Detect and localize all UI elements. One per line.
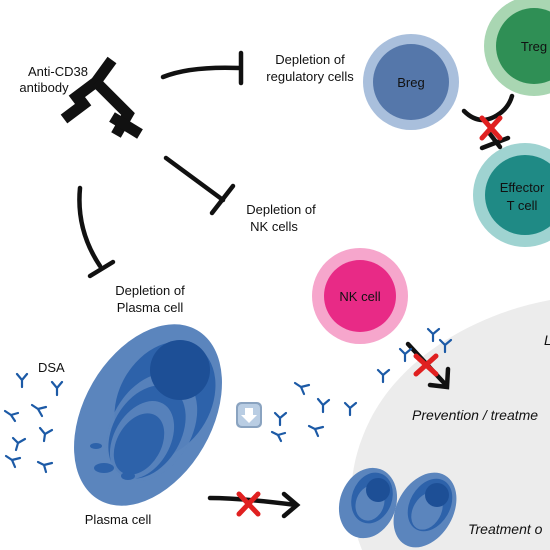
- anti-cd38-antibody-icon: [60, 56, 143, 139]
- dsa-label: DSA: [38, 360, 65, 375]
- down-arrow-icon: [236, 402, 262, 428]
- treatment-label: Treatment o: [468, 521, 543, 537]
- inhibition-arrow-plasma: [77, 185, 116, 279]
- breg-label: Breg: [397, 75, 424, 90]
- antibody-label-line1: Anti-CD38: [28, 64, 88, 79]
- edge-letter: L: [544, 332, 550, 348]
- prevention-label: Prevention / treatme: [412, 407, 538, 423]
- graft-plasma-cell-1: [338, 467, 398, 539]
- red-cross-icon-graft: [236, 491, 261, 517]
- regulatory-label-line1: Depletion of: [275, 52, 345, 67]
- nk-depletion-label-line2: NK cells: [250, 219, 298, 234]
- inhibition-arrow-regulatory: [160, 50, 244, 86]
- regulatory-label-line2: regulatory cells: [266, 69, 354, 84]
- plasma-cell-label: Plasma cell: [85, 512, 152, 527]
- inhibition-arrow-nk: [163, 155, 236, 216]
- antibody-label-line2: antibody: [19, 80, 69, 95]
- treg-label: Treg: [521, 39, 547, 54]
- graft-region: [351, 300, 550, 550]
- graft-plasma-cell-2: [393, 472, 457, 548]
- effector-t-cell: Effector T cell: [473, 143, 550, 247]
- nk-label: NK cell: [339, 289, 380, 304]
- nk-depletion-label-line1: Depletion of: [246, 202, 316, 217]
- plasma-depletion-label-line2: Plasma cell: [117, 300, 184, 315]
- dsa-antibody-icons: [3, 327, 453, 474]
- effector-label-line1: Effector: [500, 180, 545, 195]
- red-cross-icon-nk: [413, 353, 439, 377]
- nk-cell: NK cell: [312, 248, 408, 344]
- red-cross-icon: [479, 115, 503, 141]
- breg-cell: Breg: [363, 34, 459, 130]
- effector-label-line2: T cell: [507, 198, 538, 213]
- treg-cell: Treg: [484, 0, 550, 96]
- plasma-cell: [74, 324, 222, 506]
- suppression-interaction: [461, 93, 515, 151]
- plasma-depletion-label-line1: Depletion of: [115, 283, 185, 298]
